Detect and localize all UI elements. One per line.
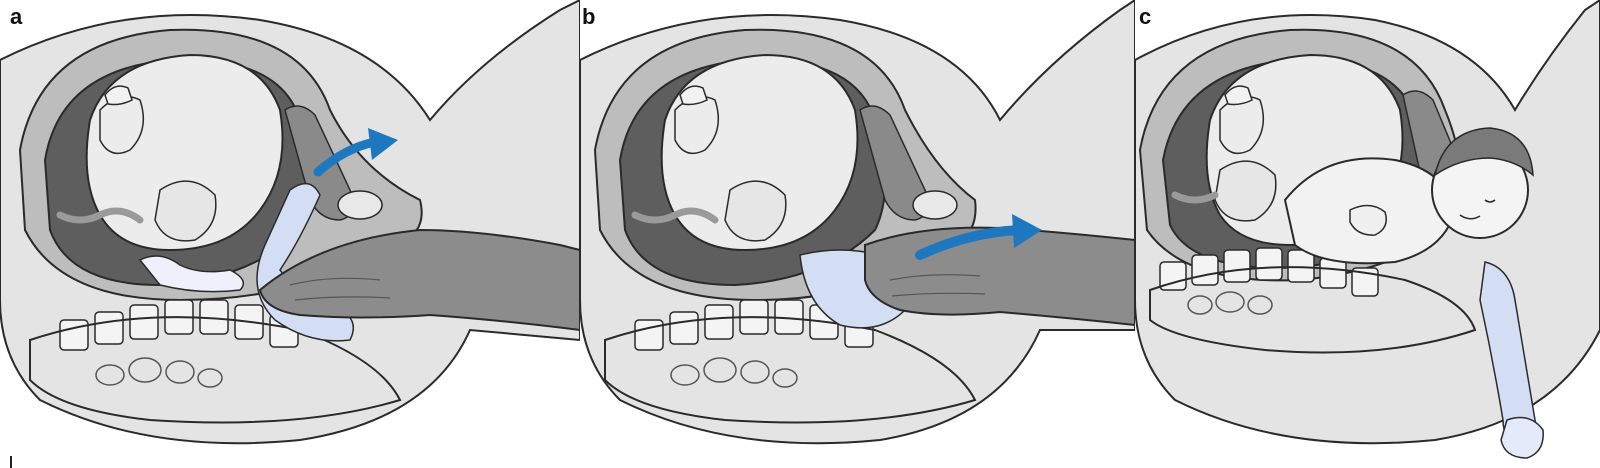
bowel-loops: [95, 357, 223, 388]
rotation-arrow-icon: [915, 225, 1025, 260]
panel-label-b: b: [582, 4, 596, 29]
infant-hand: [1500, 416, 1544, 459]
fetus-buttock: [154, 180, 217, 242]
fetus-buttock: [724, 180, 787, 242]
obstetric-hand-icon: [864, 226, 1135, 327]
cervix: [912, 190, 958, 220]
rotation-arrow-icon: [313, 137, 380, 177]
sacrum: [604, 316, 977, 424]
hand-knuckles: [289, 277, 391, 301]
panel-label-a: a: [10, 4, 23, 29]
bowel-loops: [670, 357, 798, 388]
fetus-foot: [679, 85, 708, 106]
spine: [1159, 247, 1379, 297]
bowel-loops: [1187, 291, 1273, 315]
panel-b-illustration: [580, 0, 1135, 445]
fetus-foot: [104, 85, 133, 106]
panel-label-c: c: [1139, 4, 1152, 29]
umbilical-cord: [631, 207, 719, 224]
panel-a-illustration: [0, 0, 580, 445]
arrow-head: [368, 128, 398, 160]
infant-face: [1459, 199, 1496, 220]
infant-hair: [1433, 127, 1534, 177]
obstetric-hand-icon: [258, 228, 580, 332]
infant-fist: [1349, 204, 1387, 236]
panel-c-illustration: [1135, 0, 1600, 459]
fetus-buttock: [1214, 160, 1277, 222]
sacrum: [29, 316, 402, 424]
hand-knuckles: [889, 274, 986, 297]
panel-a: a: [0, 0, 580, 468]
arrow-head: [1012, 214, 1042, 248]
fetal-hand-highlight: [138, 255, 245, 293]
fetus-foot: [1224, 85, 1253, 106]
umbilical-cord: [56, 207, 144, 224]
crop-tick: [10, 456, 12, 468]
umbilical-cord: [1171, 191, 1219, 204]
panel-b: b: [580, 0, 1135, 468]
cervix: [337, 190, 383, 220]
panel-c: c: [1135, 0, 1600, 468]
sacrum: [1149, 266, 1477, 354]
